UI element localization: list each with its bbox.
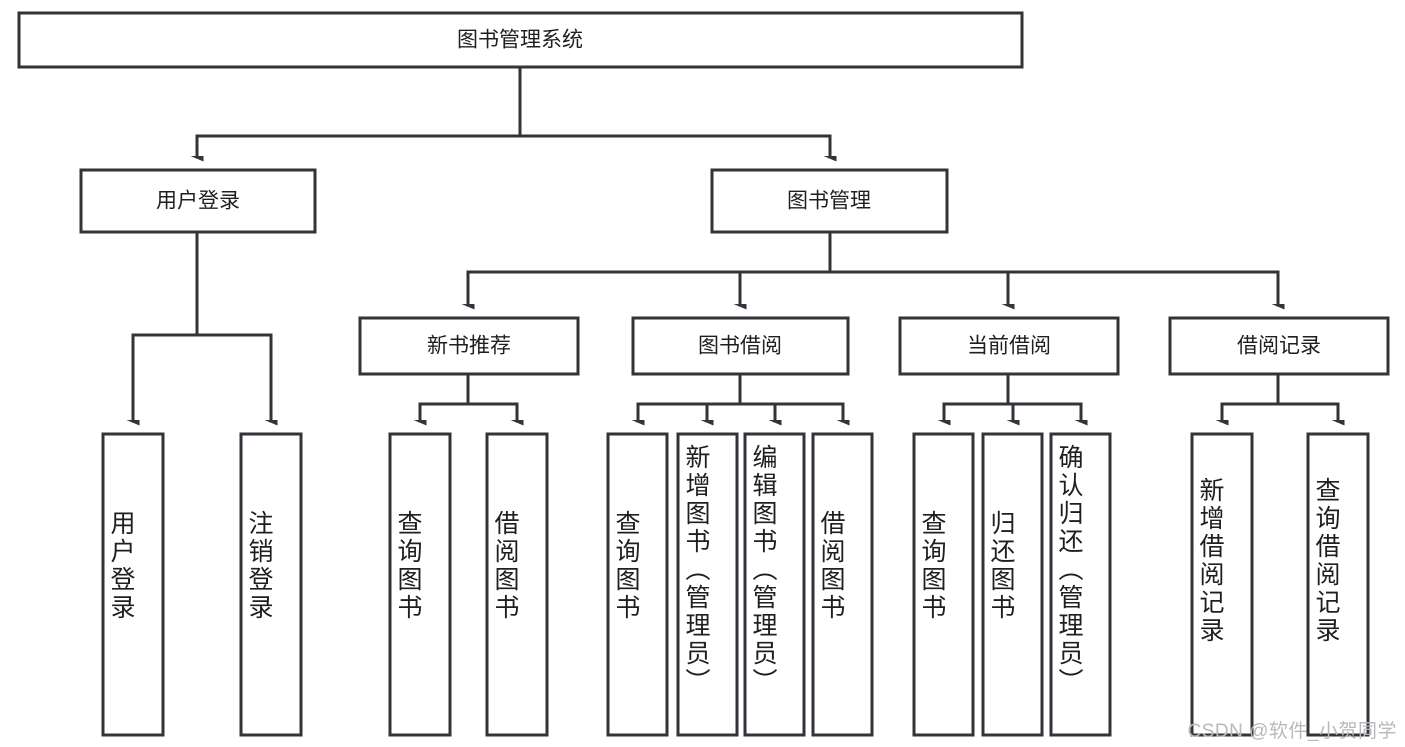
leaf-box-add-book[interactable] (676, 432, 739, 737)
leaf-box-return-book[interactable] (981, 432, 1044, 737)
node-borrow-record-label: 借阅记录 (1237, 335, 1321, 358)
node-root-label: 图书管理系统 (457, 29, 583, 52)
leaf-box-user-logout[interactable] (239, 432, 303, 737)
node-user-login-label: 用户登录 (156, 190, 240, 213)
node-new-book-recommend-box[interactable] (358, 316, 580, 376)
node-book-borrow-label: 图书借阅 (698, 335, 782, 358)
node-current-borrow-box[interactable] (898, 316, 1120, 376)
leaf-box-edit-book[interactable] (743, 432, 806, 737)
node-book-manage-label: 图书管理 (787, 190, 871, 213)
leaf-box-query-book-1[interactable] (388, 432, 452, 737)
leaf-box-borrow-book-2[interactable] (811, 432, 874, 737)
leaf-box-confirm-return[interactable] (1049, 432, 1112, 737)
node-root-box[interactable] (17, 11, 1024, 69)
leaf-box-user-login[interactable] (101, 432, 165, 737)
leaf-box-query-record[interactable] (1306, 432, 1370, 737)
node-new-book-recommend-label: 新书推荐 (427, 335, 511, 358)
node-user-login-box[interactable] (79, 168, 317, 234)
leaf-box-query-book-3[interactable] (912, 432, 975, 737)
leaf-box-add-record[interactable] (1190, 432, 1254, 737)
node-current-borrow-label: 当前借阅 (967, 335, 1051, 358)
leaf-box-query-book-2[interactable] (606, 432, 669, 737)
watermark-text: CSDN @软件_小贺同学 (1187, 721, 1397, 742)
leaf-box-borrow-book-1[interactable] (485, 432, 549, 737)
